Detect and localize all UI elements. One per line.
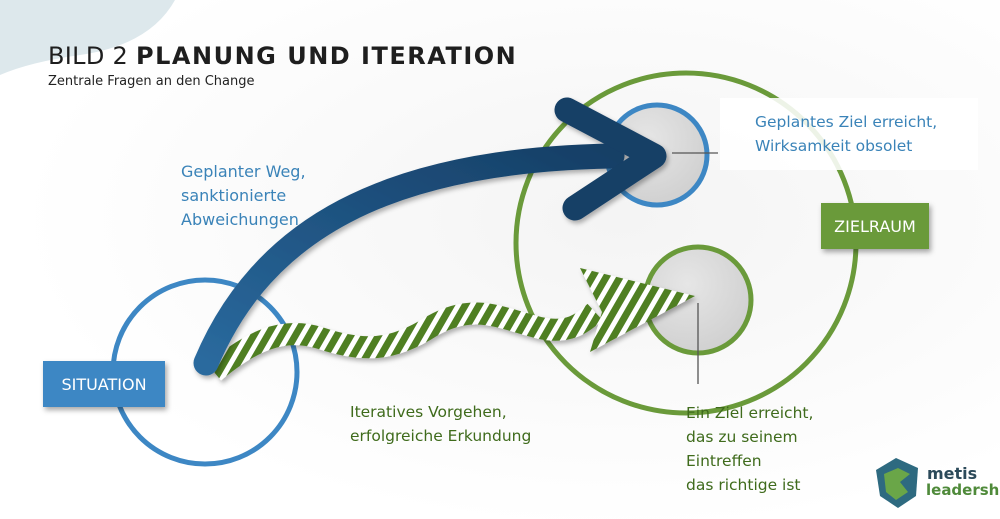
planned-way-arrow: [193, 97, 667, 376]
zielraum-box: ZIELRAUM: [821, 203, 929, 249]
planned-goal-label: Geplantes Ziel erreicht, Wirksamkeit obs…: [755, 113, 938, 155]
iterative-path-arrow: [206, 268, 695, 381]
title-main: PLANUNG UND ITERATION: [136, 42, 518, 70]
metis-logo: metis leadership: [926, 464, 1000, 499]
iterative-label: Iteratives Vorgehen, erfolgreiche Erkund…: [350, 403, 532, 445]
planned-way-label: Geplanter Weg, sanktionierte Abweichunge…: [181, 162, 306, 229]
emergent-goal-label: Ein Ziel erreicht, das zu seinem Eintref…: [686, 404, 814, 494]
situation-box: SITUATION: [43, 361, 165, 407]
metis-logo-icon: [876, 458, 918, 508]
page-title: BILD 2 PLANUNG UND ITERATION: [48, 42, 517, 70]
title-prefix: BILD 2: [48, 42, 129, 70]
page-subtitle: Zentrale Fragen an den Change: [48, 74, 255, 89]
logo-line2: leadership: [926, 481, 1000, 499]
corner-decoration: [0, 0, 175, 75]
logo-line1: metis: [927, 464, 978, 483]
planned-goal-note-panel: [720, 98, 978, 170]
